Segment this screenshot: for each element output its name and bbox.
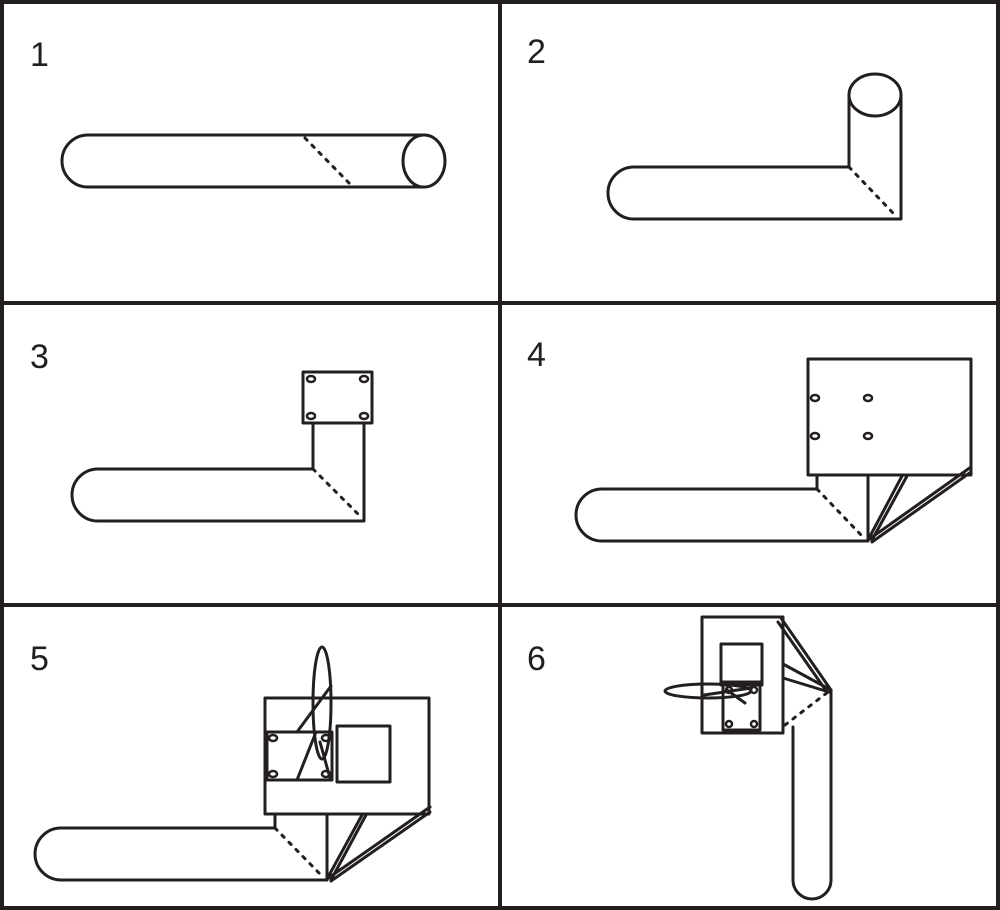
panel-2-bent-pipe	[606, 72, 903, 221]
panel-4-backboard-braces	[574, 357, 973, 544]
support-braces	[776, 616, 833, 694]
backboard	[806, 357, 973, 477]
rim	[295, 645, 333, 782]
panel-6-number: 6	[527, 640, 546, 678]
target-square	[335, 724, 392, 784]
support-braces	[866, 465, 973, 544]
panel-1-number: 1	[30, 36, 49, 74]
panel-4-number: 4	[527, 336, 546, 374]
panel-2-number: 2	[527, 33, 546, 71]
panel-5-backboard-rim	[33, 645, 432, 883]
panel-3-number: 3	[30, 338, 49, 376]
panel-3-pipe-with-plate	[70, 370, 374, 523]
rim-bracket	[265, 730, 334, 782]
panel-6-standing-hoop	[663, 615, 833, 901]
target-square	[719, 642, 764, 687]
rim	[663, 682, 753, 705]
support-braces	[325, 805, 432, 883]
panel-1-straight-pipe	[60, 133, 447, 189]
rim-bracket	[721, 680, 762, 732]
panel-5-number: 5	[30, 640, 49, 678]
